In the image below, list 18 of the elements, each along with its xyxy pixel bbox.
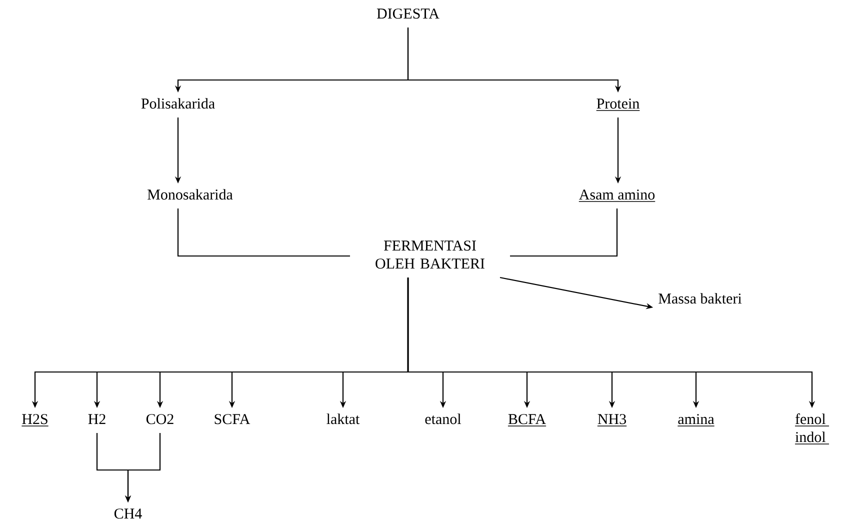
node-label: Asam amino (578, 190, 656, 202)
node-label: CH4 (114, 508, 142, 519)
node-label: DIGESTA (376, 8, 440, 19)
node-label: SCFA (214, 414, 250, 424)
node-label: NH3 (597, 414, 627, 426)
node-label: amina (677, 414, 715, 426)
node-label: CO2 (146, 414, 174, 424)
node-label: etanol (425, 414, 462, 424)
node-label: Polisakarida (141, 98, 215, 109)
node-label: H2 (88, 414, 106, 424)
node-label: H2S (21, 414, 49, 426)
node-label: fenol indol (794, 413, 830, 444)
node-label: BCFA (508, 414, 546, 426)
node-label: Protein (596, 98, 640, 111)
node-label: Monosakarida (148, 189, 233, 200)
process-label: FERMENTASI OLEH BAKTERI (376, 240, 484, 269)
node-label: laktat (326, 414, 360, 424)
product-label: Massa bakteri (658, 293, 742, 304)
